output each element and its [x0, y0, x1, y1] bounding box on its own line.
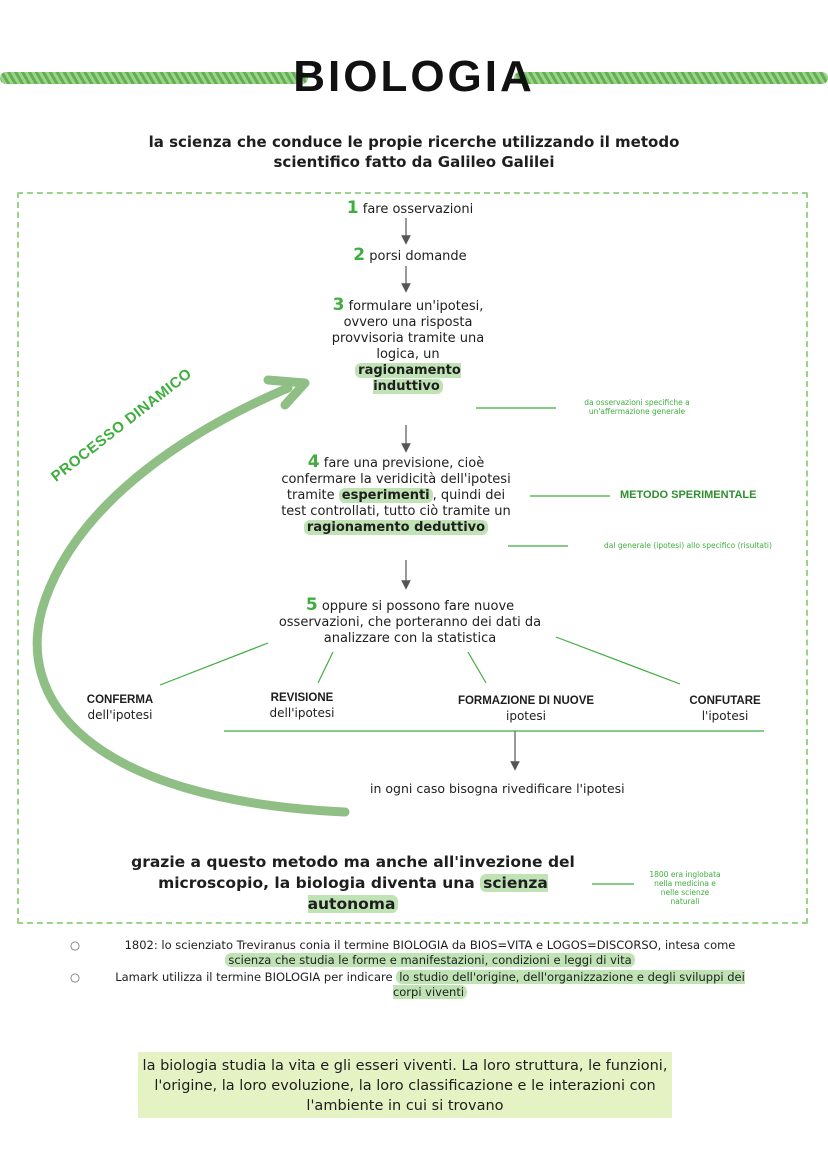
step-5-text: oppure si possono fare nuove osservazion…	[278, 599, 542, 646]
outcome-revisione: REVISIONE dell'ipotesi	[242, 691, 362, 721]
outcome-formazione: FORMAZIONE DI NUOVE ipotesi	[436, 694, 616, 724]
bullet-1-highlight: scienza che studia le forme e manifestaz…	[225, 953, 635, 967]
microscope-statement: grazie a questo metodo ma anche all'inve…	[118, 852, 588, 915]
step-2: 2 porsi domande	[300, 247, 520, 265]
left-decoration-band	[0, 72, 308, 84]
dynamic-process-curve	[32, 383, 350, 817]
step-4-highlight-b: ragionamento deduttivo	[303, 520, 489, 535]
outcome-confutare-text: l'ipotesi	[701, 709, 749, 723]
outcome-revisione-caps: REVISIONE	[270, 692, 334, 704]
bullet-icon: ○	[70, 970, 81, 984]
step-3-text: formulare un'ipotesi, ovvero una rispost…	[331, 299, 485, 362]
note-deduttivo: dal generale (ipotesi) allo specifico (r…	[604, 541, 772, 550]
step-1-text: fare osservazioni	[362, 202, 474, 217]
method-label: METODO SPERIMENTALE	[620, 489, 757, 501]
outcome-conferma: CONFERMA dell'ipotesi	[60, 693, 180, 723]
bullet-1-text: 1802: lo scienziato Treviranus conia il …	[124, 938, 736, 952]
bullet-item: ○ 1802: lo scienziato Treviranus conia i…	[70, 938, 760, 968]
step-4-number: 4	[307, 452, 320, 472]
outcome-revisione-text: dell'ipotesi	[269, 706, 335, 720]
dynamic-process-arrowhead	[263, 375, 310, 410]
branch-confutare	[555, 636, 681, 685]
step-2-number: 2	[353, 245, 366, 265]
right-decoration-band	[514, 72, 828, 84]
bullet-list: ○ 1802: lo scienziato Treviranus conia i…	[70, 938, 760, 1002]
step-4-text-b: , quindi dei test controllati, tutto ciò…	[281, 488, 511, 519]
branch-revisione	[317, 651, 334, 684]
step-3-highlight: ragionamento induttivo	[355, 363, 461, 394]
step-1: 1 fare osservazioni	[300, 200, 520, 218]
step-4-text-a: fare una previsione, cioè confermare la …	[281, 456, 511, 503]
step-4: 4 fare una previsione, cioè confermare l…	[280, 454, 512, 536]
step-5: 5 oppure si possono fare nuove osservazi…	[275, 597, 545, 647]
bullet-item: ○ Lamark utilizza il termine BIOLOGIA pe…	[70, 970, 760, 1000]
method-frame	[17, 192, 808, 924]
outcome-formazione-text: ipotesi	[506, 709, 546, 723]
outcome-formazione-caps: FORMAZIONE DI NUOVE	[457, 695, 595, 707]
branch-conferma	[159, 642, 269, 686]
outcome-confutare: CONFUTARE l'ipotesi	[665, 694, 785, 724]
bullet-2-text: Lamark utilizza il termine BIOLOGIA per …	[115, 970, 393, 984]
bullet-icon: ○	[70, 938, 81, 952]
step-3-number: 3	[332, 295, 345, 315]
outcome-confutare-caps: CONFUTARE	[689, 695, 761, 707]
outcome-conferma-text: dell'ipotesi	[87, 708, 153, 722]
note-microscopio: 1800 era inglobata nella medicina e nell…	[649, 870, 721, 906]
outcome-conferma-caps: CONFERMA	[86, 694, 154, 706]
branch-formazione	[467, 651, 487, 684]
subtitle: la scienza che conduce le propie ricerch…	[148, 133, 680, 171]
step-5-number: 5	[305, 595, 318, 615]
conclusion-text: in ogni caso bisogna rivedificare l'ipot…	[370, 781, 625, 796]
summary-box: la biologia studia la vita e gli esseri …	[138, 1052, 672, 1118]
step-2-text: porsi domande	[369, 249, 467, 264]
note-induttivo: da osservazioni specifiche a un'affermaz…	[584, 398, 690, 416]
bullet-2-highlight: lo studio dell'origine, dell'organizzazi…	[392, 970, 745, 999]
page-title: BIOLOGIA	[293, 52, 535, 101]
step-4-highlight-a: esperimenti	[338, 488, 433, 503]
step-3: 3 formulare un'ipotesi, ovvero una rispo…	[328, 297, 488, 395]
microscope-text: grazie a questo metodo ma anche all'inve…	[131, 853, 575, 892]
step-1-number: 1	[346, 198, 359, 218]
